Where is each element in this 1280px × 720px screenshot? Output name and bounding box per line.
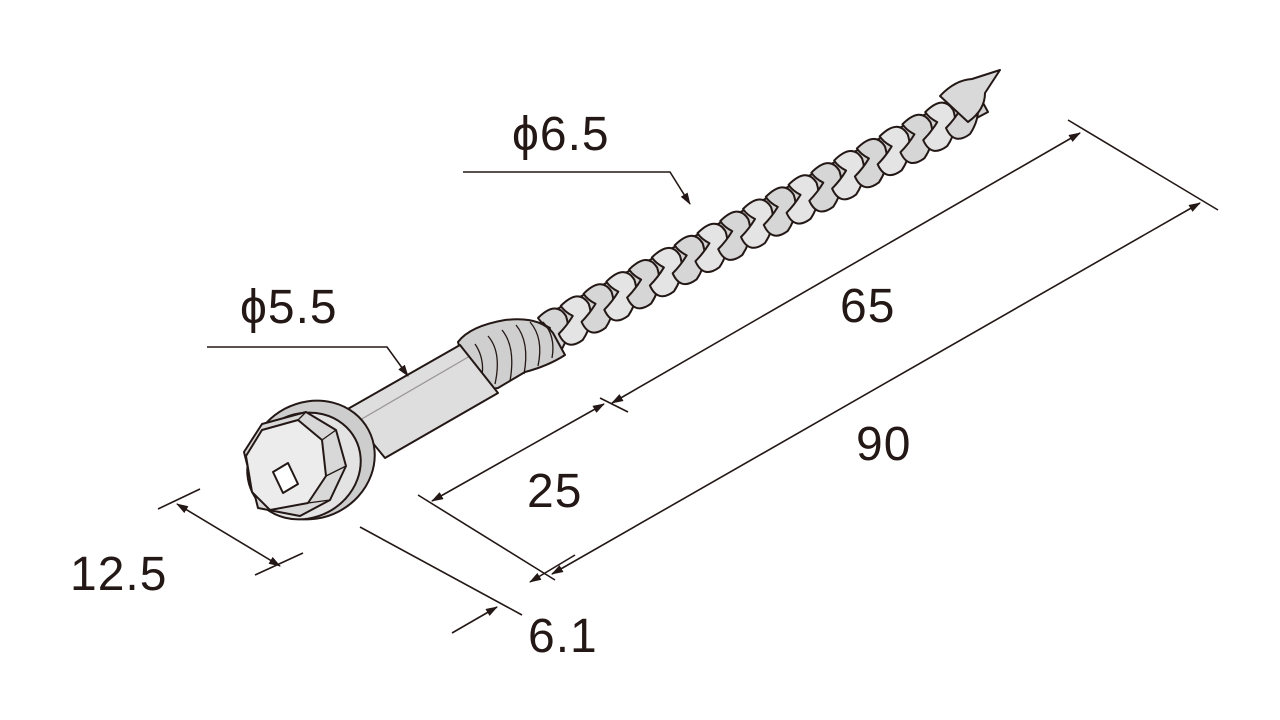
dimension-labels: ϕ6.5 ϕ5.5 65 90 25 12.5 6.1: [70, 108, 911, 663]
head-width-dimension: [176, 503, 281, 567]
head-height-dimension: [451, 606, 498, 634]
thread-diameter-leader: [463, 171, 691, 205]
shank-length-label: 25: [527, 465, 582, 518]
total-length-dimension: [551, 202, 1201, 575]
shank-diameter-leader: [207, 346, 409, 377]
head-width-label: 12.5: [70, 548, 167, 601]
shank-length-dimension: [431, 403, 605, 502]
thread-diameter-label: ϕ6.5: [512, 108, 610, 161]
thread-length-label: 65: [840, 280, 895, 333]
head-height-label: 6.1: [528, 610, 598, 663]
total-length-label: 90: [856, 418, 911, 471]
dimension-lines: [157, 119, 1219, 634]
square-drive-recess: [272, 462, 299, 494]
hex-head: [243, 411, 347, 517]
screw-tip: [939, 69, 1001, 123]
shank-diameter-label: ϕ5.5: [240, 281, 338, 334]
